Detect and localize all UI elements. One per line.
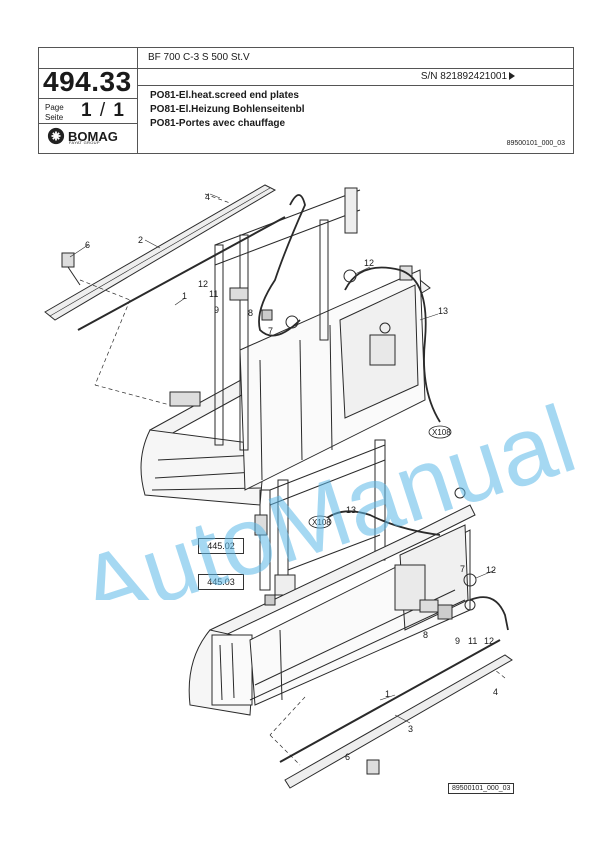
serial-number: S/N 821892421001 bbox=[420, 71, 507, 82]
header-block: 494.33 Page Seite 1 / 1 BOMAG FAYAT GROU… bbox=[38, 47, 574, 154]
lower-end-plate-assembly bbox=[188, 487, 476, 716]
callout-13-top: 13 bbox=[438, 306, 448, 316]
model-name: BF 700 C-3 S 500 St.V bbox=[148, 52, 250, 63]
callout-8-top: 8 bbox=[248, 308, 253, 318]
o-ring-lower bbox=[463, 573, 477, 587]
callout-6-top: 6 bbox=[85, 240, 90, 250]
callout-10-bottom: 11 bbox=[468, 636, 477, 646]
middle-frame-assembly bbox=[254, 439, 386, 596]
callout-4-top: 4 bbox=[205, 192, 210, 202]
title-de: PO81-El.Heizung Bohlenseitenbl bbox=[150, 104, 305, 115]
callout-3-bottom: 3 bbox=[408, 724, 413, 734]
callout-9-top: 9 bbox=[214, 305, 219, 315]
connector-x108-lower bbox=[308, 515, 332, 529]
callout-1-top: 1 bbox=[182, 291, 187, 301]
callout-4-bottom: 4 bbox=[493, 687, 498, 697]
title-fr: PO81-Portes avec chauffage bbox=[150, 118, 286, 129]
upper-rod-part bbox=[77, 216, 286, 331]
lower-rail-part bbox=[284, 654, 513, 789]
lower-rod-part bbox=[279, 639, 501, 763]
o-ring-upper bbox=[343, 269, 357, 283]
callout-10-top: 11 bbox=[209, 289, 218, 299]
callout-6-bottom: 6 bbox=[345, 752, 350, 762]
page-number: 1 / 1 bbox=[81, 100, 124, 121]
callout-11-bottom: 12 bbox=[484, 636, 494, 646]
svg-text:X108: X108 bbox=[432, 428, 451, 437]
callout-7-top: 7 bbox=[268, 326, 273, 336]
header-left-panel: 494.33 Page Seite 1 / 1 BOMAG FAYAT GROU… bbox=[39, 48, 138, 153]
callout-8-bottom: 8 bbox=[423, 630, 428, 640]
bottom-drawing-code: 89500101_000_03 bbox=[448, 783, 515, 794]
page-label: Page Seite bbox=[45, 103, 64, 122]
connector-x108-upper bbox=[428, 425, 452, 439]
ref-box-445-03: 445.03 bbox=[198, 574, 244, 590]
header-right-panel: BF 700 C-3 S 500 St.V S/N 821892421001 P… bbox=[138, 48, 573, 153]
lower-heating-cable bbox=[469, 596, 509, 631]
callout-7-bottom: 7 bbox=[460, 564, 465, 574]
logo-subtitle: FAYAT GROUP bbox=[69, 140, 100, 145]
drawing-reference: 89500101_000_03 bbox=[506, 140, 565, 147]
part-number: 494.33 bbox=[43, 66, 132, 97]
callout-11-top: 12 bbox=[198, 279, 208, 289]
title-en: PO81-El.heat.screed end plates bbox=[150, 90, 299, 101]
exploded-parts-diagram: X108 X108 4 2 6 1 12 11 9 8 7 12 13 13 7… bbox=[44, 184, 513, 789]
callout-9-bottom: 9 bbox=[455, 636, 460, 646]
callout-2-top: 2 bbox=[138, 235, 143, 245]
ref-box-445-02: 445.02 bbox=[198, 538, 244, 554]
bomag-logo-icon bbox=[47, 127, 65, 145]
callout-13-bottom: 13 bbox=[346, 505, 356, 515]
forward-arrow-icon bbox=[509, 72, 515, 80]
callout-1-bottom: 1 bbox=[385, 689, 390, 699]
upper-cable bbox=[258, 194, 306, 337]
svg-text:X108: X108 bbox=[312, 518, 331, 527]
upper-heating-cable bbox=[344, 266, 441, 423]
bomag-logo: BOMAG bbox=[47, 127, 118, 145]
lower-cable bbox=[321, 510, 441, 536]
callout-12-top: 12 bbox=[364, 258, 374, 268]
callout-12-bottom: 12 bbox=[486, 565, 496, 575]
lower-bolt-part bbox=[366, 759, 380, 775]
upper-end-plate-assembly bbox=[140, 187, 431, 506]
upper-bolt-part bbox=[61, 252, 75, 268]
